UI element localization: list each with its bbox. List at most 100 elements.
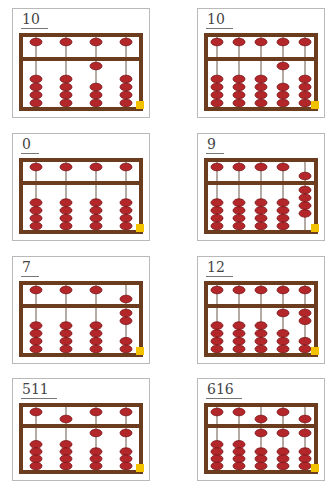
abacus-bead — [60, 99, 72, 107]
abacus-bead — [90, 286, 102, 294]
abacus-bead — [299, 202, 311, 210]
abacus-illustration — [198, 33, 324, 111]
number-label: 511 — [21, 381, 57, 399]
abacus-bead — [277, 286, 289, 294]
abacus-bead — [60, 415, 72, 423]
abacus-bead — [299, 286, 311, 294]
abacus-frame — [206, 160, 316, 232]
abacus-bead — [90, 222, 102, 230]
abacus-bead — [299, 172, 311, 180]
abacus-bead — [30, 322, 42, 330]
abacus-bead — [120, 75, 132, 83]
abacus-bead — [233, 337, 245, 345]
abacus-bead — [211, 455, 223, 463]
abacus-bead — [299, 38, 311, 46]
abacus-bead — [30, 75, 42, 83]
abacus-frame — [21, 35, 141, 109]
abacus-bead — [120, 222, 132, 230]
abacus-panel: 12 — [197, 256, 325, 364]
abacus-bead — [30, 222, 42, 230]
abacus-bead — [299, 99, 311, 107]
abacus-panel: 10 — [197, 8, 325, 118]
abacus-bead — [30, 91, 42, 99]
abacus-bead — [211, 199, 223, 207]
abacus-bead — [277, 408, 289, 416]
abacus-bead — [120, 99, 132, 107]
abacus-frame — [21, 160, 141, 232]
abacus-bead — [211, 337, 223, 345]
abacus-panel: 511 — [12, 378, 150, 481]
abacus-panel: 9 — [197, 133, 325, 241]
abacus-bead — [120, 429, 132, 437]
abacus-bead — [233, 441, 245, 449]
abacus-bead — [211, 38, 223, 46]
number-label: 0 — [21, 136, 39, 154]
abacus-bead — [233, 83, 245, 91]
abacus-bead — [255, 337, 267, 345]
abacus-bead — [299, 83, 311, 91]
abacus-bead — [90, 91, 102, 99]
abacus-bead — [255, 455, 267, 463]
abacus-bead — [30, 455, 42, 463]
number-label: 7 — [21, 259, 39, 277]
abacus-bead — [255, 429, 267, 437]
abacus-bead — [299, 317, 311, 325]
number-label: 10 — [206, 11, 233, 29]
abacus-bead — [90, 337, 102, 345]
abacus-bead — [120, 214, 132, 222]
abacus-bead — [277, 83, 289, 91]
abacus-bead — [255, 222, 267, 230]
abacus-bar — [206, 181, 316, 185]
abacus-bead — [90, 408, 102, 416]
abacus-bead — [60, 75, 72, 83]
abacus-bead — [255, 345, 267, 353]
abacus-bead — [60, 441, 72, 449]
corner-mark — [311, 464, 319, 472]
abacus-bead — [233, 214, 245, 222]
number-label: 12 — [206, 259, 233, 277]
abacus-bead — [120, 345, 132, 353]
abacus-bead — [277, 222, 289, 230]
abacus-bead — [30, 330, 42, 338]
abacus-bead — [233, 408, 245, 416]
abacus-bead — [60, 214, 72, 222]
abacus-bead — [30, 337, 42, 345]
abacus-bead — [233, 99, 245, 107]
abacus-bead — [120, 317, 132, 325]
abacus-bead — [211, 214, 223, 222]
abacus-bead — [60, 337, 72, 345]
number-label: 10 — [21, 11, 48, 29]
abacus-bead — [211, 83, 223, 91]
abacus-frame — [206, 405, 316, 472]
abacus-bead — [211, 322, 223, 330]
abacus-bead — [90, 62, 102, 70]
abacus-bead — [30, 448, 42, 456]
abacus-bead — [277, 455, 289, 463]
abacus-bead — [30, 207, 42, 215]
abacus-bead — [255, 415, 267, 423]
abacus-bar — [206, 57, 316, 61]
abacus-frame — [206, 283, 316, 355]
abacus-bead — [277, 91, 289, 99]
abacus-bead — [233, 38, 245, 46]
abacus-bead — [90, 455, 102, 463]
corner-mark — [136, 464, 144, 472]
abacus-illustration — [13, 33, 149, 111]
abacus-bead — [233, 91, 245, 99]
abacus-bead — [299, 194, 311, 202]
abacus-bead — [255, 83, 267, 91]
abacus-bead — [120, 38, 132, 46]
abacus-bead — [277, 462, 289, 470]
abacus-bead — [277, 337, 289, 345]
abacus-bead — [30, 83, 42, 91]
abacus-bead — [277, 38, 289, 46]
abacus-bead — [60, 163, 72, 171]
abacus-bead — [233, 322, 245, 330]
corner-mark — [136, 224, 144, 232]
abacus-bead — [90, 429, 102, 437]
abacus-bead — [277, 214, 289, 222]
abacus-bead — [60, 222, 72, 230]
abacus-bead — [30, 462, 42, 470]
abacus-bead — [120, 408, 132, 416]
abacus-bead — [120, 83, 132, 91]
